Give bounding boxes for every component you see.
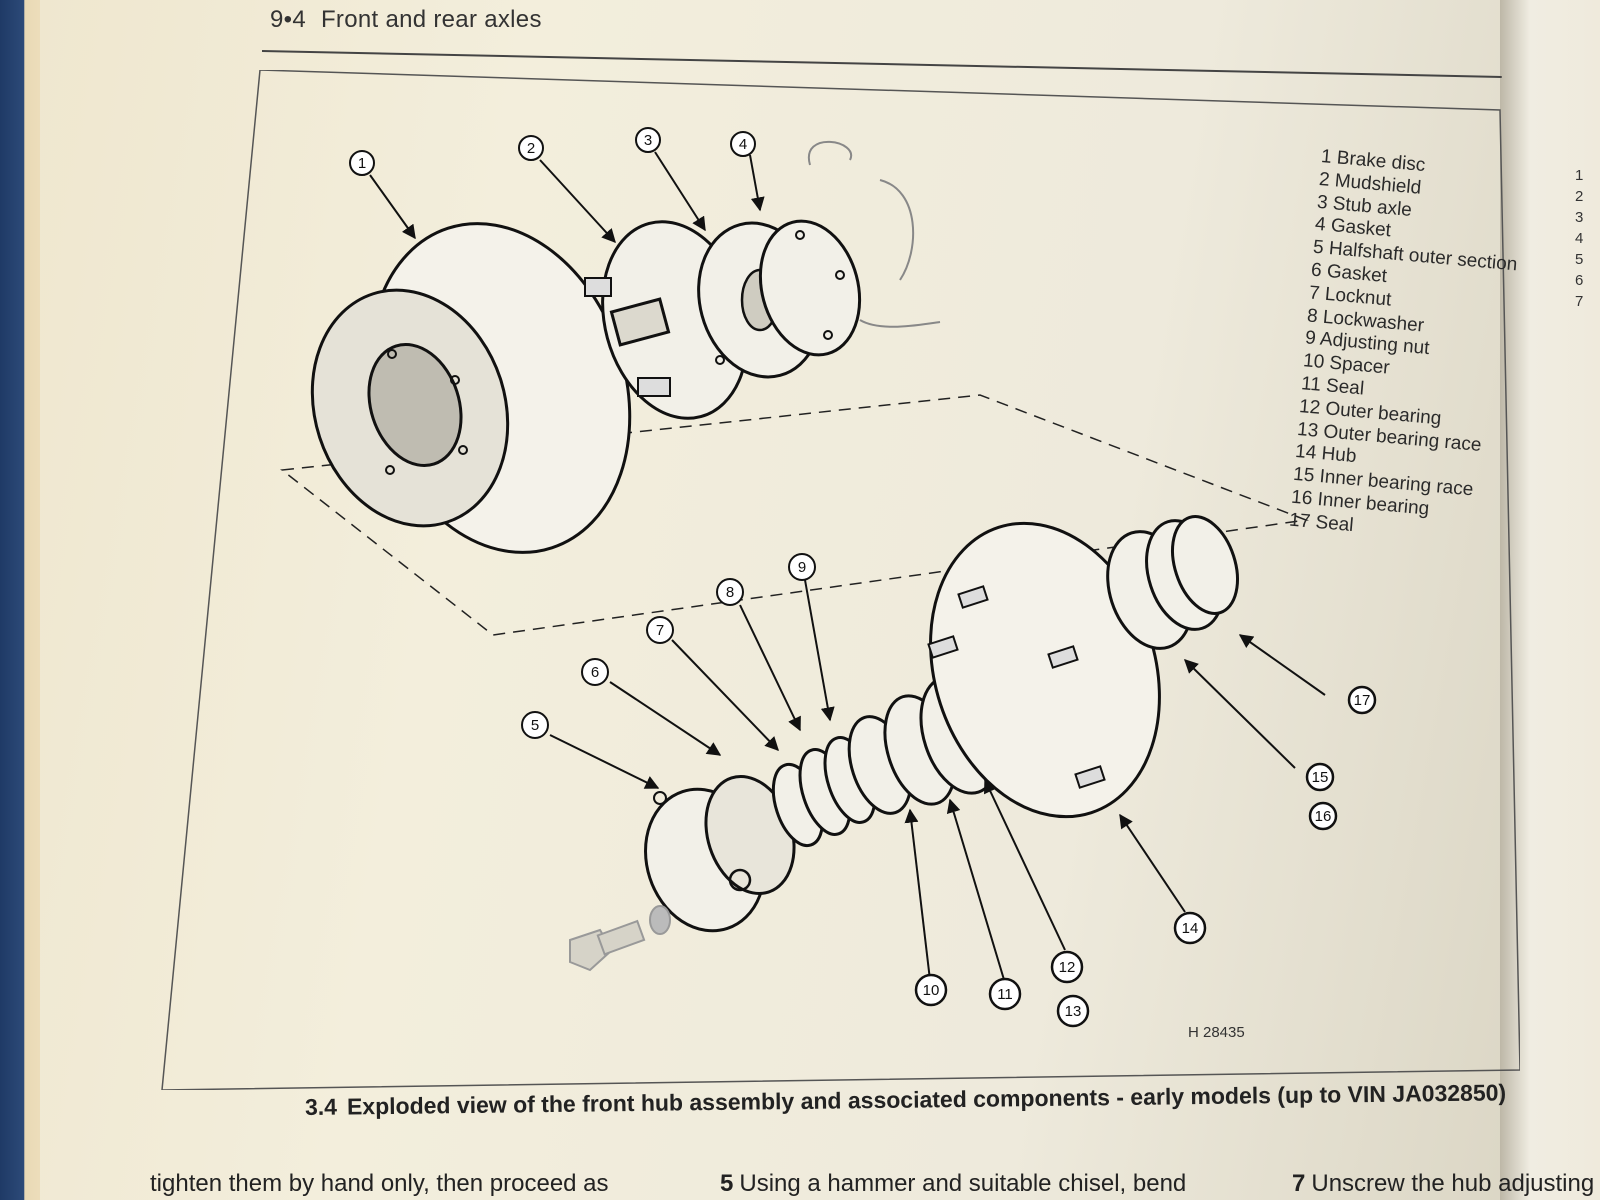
hub-drawing	[927, 521, 1161, 819]
callout-marker: 2	[518, 135, 544, 161]
right-page-number: 6	[1575, 272, 1584, 289]
gasket-drawing	[758, 219, 862, 357]
callout-marker: 10	[914, 973, 948, 1007]
halfshaft-outer-section-drawing	[644, 774, 796, 933]
brake-disc-drawing	[310, 222, 632, 554]
step-text: Unscrew the hub adjusting	[1311, 1170, 1595, 1197]
callout-label: 8	[726, 584, 734, 601]
callout-label: 12	[1059, 959, 1076, 976]
parts-legend: 1 Brake disc 2 Mudshield 3 Stub axle 4 G…	[1288, 146, 1526, 550]
inner-bearing-and-seal-drawing	[1106, 515, 1239, 650]
right-page-number: 5	[1575, 251, 1584, 268]
callout-marker: 1	[349, 150, 375, 176]
right-page-number: 1	[1575, 167, 1584, 184]
callout-label: 17	[1354, 692, 1371, 709]
figure-border	[161, 70, 1520, 1090]
exploded-view-diagram: 1 2 3 4 5 6 7 8 9 10 11 12 13 14 15 16 1…	[161, 70, 1520, 1090]
step-number: 7	[1292, 1170, 1306, 1197]
next-page-edge	[1500, 0, 1600, 1200]
callout-label: 15	[1312, 769, 1329, 786]
callout-label: 9	[798, 559, 806, 576]
right-page-number: 2	[1575, 188, 1584, 205]
knuckle-outline	[807, 140, 941, 328]
callout-label: 13	[1065, 1003, 1082, 1020]
page-number: 9•4	[270, 6, 306, 33]
callout-label: 10	[923, 982, 940, 999]
callout-label: 7	[656, 622, 664, 639]
callout-label: 6	[591, 664, 599, 681]
callout-marker: 15	[1305, 762, 1335, 792]
callout-label: 2	[527, 140, 535, 157]
callout-marker: 6	[581, 658, 609, 686]
callout-marker: 17	[1347, 685, 1377, 715]
callout-marker: 5	[521, 711, 549, 739]
callout-marker: 4	[730, 131, 756, 157]
callout-marker: 9	[788, 553, 816, 581]
right-page-numbers: 1 2 3 4 5 6 7	[1575, 165, 1583, 312]
hub-bolt-drawing	[569, 905, 671, 972]
callout-marker: 11	[988, 977, 1022, 1011]
callout-label: 11	[997, 986, 1013, 1003]
callout-label: 3	[644, 132, 652, 149]
callout-label: 14	[1182, 920, 1199, 937]
callout-markers: 1 2 3 4 5 6 7 8 9 10 11 12 13 14 15 16 1…	[349, 127, 1377, 1028]
callout-marker: 13	[1056, 994, 1090, 1028]
figure-code: H 28435	[1188, 1024, 1245, 1041]
callout-marker: 16	[1308, 801, 1338, 831]
page-header: 9•4 Front and rear axles	[270, 6, 542, 34]
callout-marker: 8	[716, 578, 744, 606]
callout-marker: 7	[646, 616, 674, 644]
right-page-number: 4	[1575, 230, 1584, 247]
right-page-number: 3	[1575, 209, 1584, 226]
callout-marker: 14	[1173, 911, 1207, 945]
step-number: 5	[720, 1170, 734, 1197]
right-page-number: 7	[1575, 293, 1584, 310]
figure-number: 3.4	[304, 1093, 338, 1120]
callout-label: 16	[1315, 808, 1332, 825]
step-text: Using a hammer and suitable chisel, bend	[739, 1170, 1187, 1197]
callout-label: 4	[739, 136, 747, 153]
callout-marker: 3	[635, 127, 661, 153]
callout-label: 1	[358, 155, 366, 172]
callout-leaders	[369, 151, 1326, 984]
callout-marker: 12	[1050, 950, 1084, 984]
chapter-title: Front and rear axles	[320, 6, 542, 33]
callout-label: 5	[531, 717, 539, 734]
dashed-axis-plane	[280, 394, 1309, 636]
body-text-col1: tighten them by hand only, then proceed …	[150, 1170, 609, 1197]
book-page	[40, 0, 1500, 1200]
